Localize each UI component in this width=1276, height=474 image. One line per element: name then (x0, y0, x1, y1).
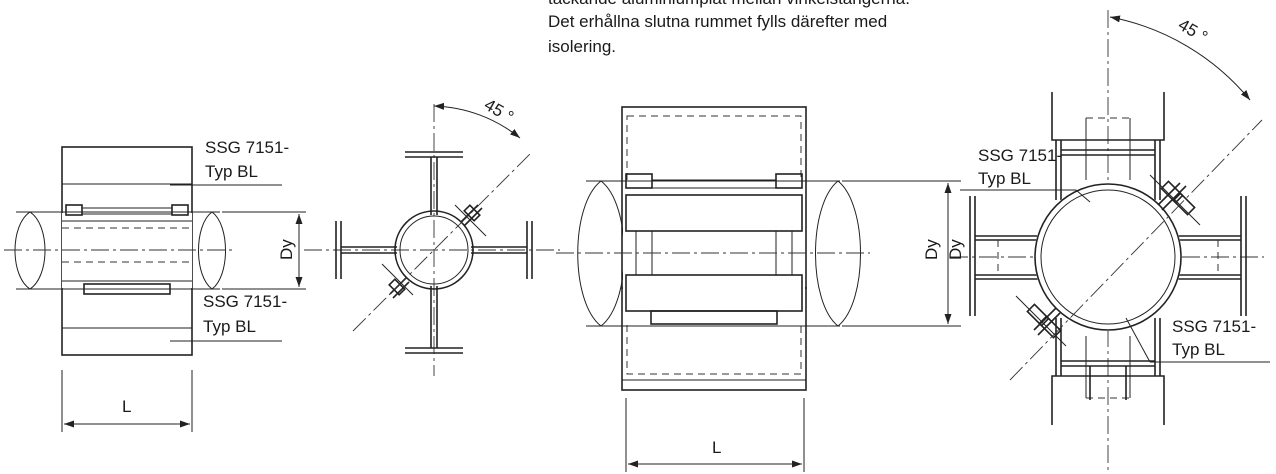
side-view-small: SSG 7151- Typ BL SSG 7151- Typ BL Dy L (4, 138, 306, 432)
dim-dy-large-text: Dy (922, 239, 941, 260)
side-view-large: Dy L (556, 106, 961, 472)
label-bottom-1: SSG 7151- (203, 292, 287, 311)
dim-dy-xl-text: Dy (946, 239, 965, 260)
pipe-outer-large (1034, 183, 1182, 331)
pipe-inner-large (1040, 189, 1176, 325)
label-top-2-large: Typ BL (978, 169, 1031, 188)
caption: täckande aluminiumplåt mellan vinkelstän… (548, 0, 910, 56)
label-top-1-large: SSG 7151- (978, 146, 1062, 165)
cross-section-large: 45 ° Dy SSG 7151- Typ BL SSG 7151- Typ B… (946, 10, 1270, 470)
label-bottom-1-large: SSG 7151- (1172, 317, 1256, 336)
pipe-large (577, 180, 861, 327)
dim-l-large-text: L (712, 438, 721, 457)
angle-arc-large (1109, 15, 1251, 101)
clamp-ear-lower (381, 263, 414, 299)
caption-line-3: isolering. (548, 37, 616, 56)
clamp-ear-lower-large (1015, 295, 1067, 347)
pipe-inner (399, 215, 469, 285)
angle-label: 45 ° (481, 95, 517, 127)
beam-top (405, 151, 463, 215)
label-bottom-2-large: Typ BL (1172, 340, 1225, 359)
label-bottom-2: Typ BL (203, 317, 256, 336)
beam-left (335, 221, 397, 279)
angle-arc (433, 102, 521, 139)
beam-bottom-large (1055, 318, 1161, 400)
clamp-ear-upper (454, 204, 487, 237)
pipe (14, 211, 226, 290)
clamp-ear-upper-large (1149, 174, 1201, 226)
dim-dy-text: Dy (277, 239, 296, 260)
beam-right-large (1168, 196, 1247, 316)
label-top-2: Typ BL (205, 162, 258, 181)
pipe-outer (394, 210, 474, 290)
beam-right (471, 221, 533, 279)
caption-line-2: Det erhållna slutna rummet fylls därefte… (548, 12, 887, 31)
cross-section-small: 45 ° (304, 95, 560, 376)
dim-l-text: L (122, 397, 131, 416)
caption-line-1: täckande aluminiumplåt mellan vinkelstän… (548, 0, 910, 8)
beam-left-large (969, 196, 1048, 316)
label-top-1: SSG 7151- (205, 138, 289, 157)
beam-bottom (405, 286, 463, 354)
